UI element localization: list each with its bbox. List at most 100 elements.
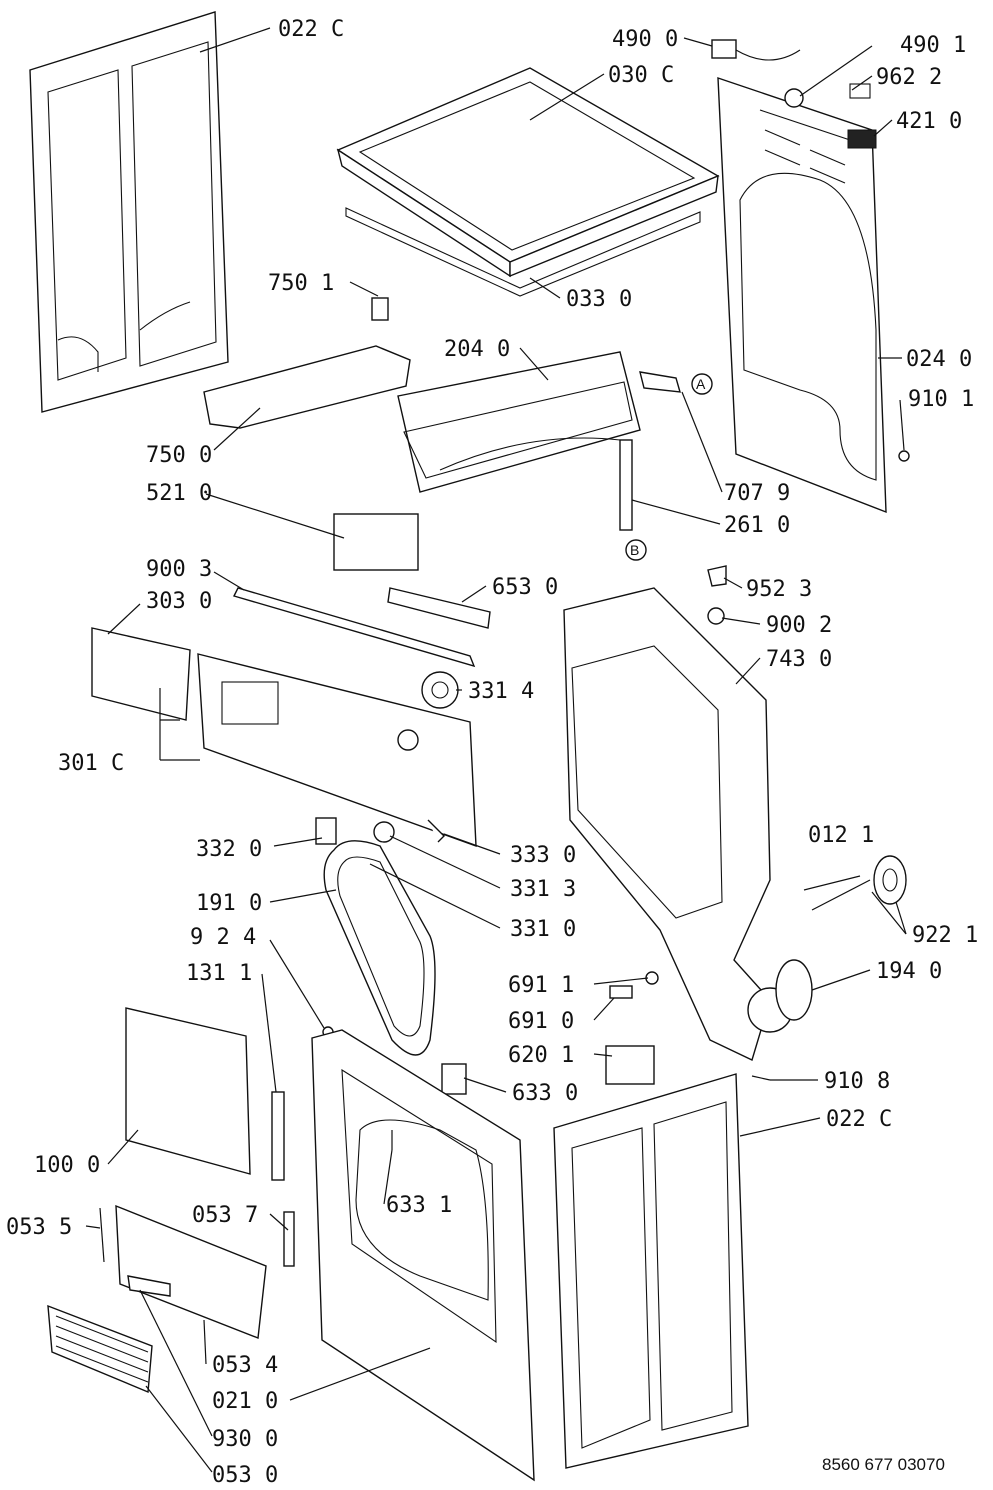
block-4210 xyxy=(847,129,877,149)
label-030c: 030 C xyxy=(608,63,674,88)
drawing-code: 8560 677 03070 xyxy=(822,1455,945,1474)
door-1000 xyxy=(125,1007,251,1175)
marker-b: B xyxy=(630,542,639,558)
label-7079: 707 9 xyxy=(724,481,790,506)
grille-frame-0534 xyxy=(115,1204,267,1339)
part-9523 xyxy=(707,565,727,587)
cap-7501 xyxy=(371,297,389,321)
label-0534: 053 4 xyxy=(212,1353,278,1378)
label-3314: 331 4 xyxy=(468,679,534,704)
marker-b-circle xyxy=(625,539,647,561)
part-6910 xyxy=(609,985,633,999)
label-9221: 922 1 xyxy=(912,923,978,948)
label-7501: 750 1 xyxy=(268,271,334,296)
label-3310: 331 0 xyxy=(510,917,576,942)
switch-3320 xyxy=(315,817,337,845)
label-3030: 303 0 xyxy=(146,589,212,614)
panel-knob xyxy=(397,729,419,751)
label-0121: 012 1 xyxy=(808,823,874,848)
label-924: 9 2 4 xyxy=(190,925,256,950)
drawer-front-3030 xyxy=(91,627,191,721)
part-9002 xyxy=(707,607,725,625)
handle-9300 xyxy=(127,1275,171,1297)
label-6910: 691 0 xyxy=(508,1009,574,1034)
part-3330 xyxy=(427,819,445,843)
label-3320: 332 0 xyxy=(196,837,262,862)
label-6331: 633 1 xyxy=(386,1193,452,1218)
leader-lines xyxy=(85,27,907,1473)
label-9523: 952 3 xyxy=(746,577,812,602)
label-6530: 653 0 xyxy=(492,575,558,600)
lever-1311 xyxy=(271,1091,285,1181)
marker-a-circle xyxy=(691,373,713,395)
pipe-2610 xyxy=(619,439,633,531)
label-1910: 191 0 xyxy=(196,891,262,916)
label-022c-bottom: 022 C xyxy=(826,1107,892,1132)
label-6330: 633 0 xyxy=(512,1081,578,1106)
knob-3314 xyxy=(421,671,459,709)
label-3330: 333 0 xyxy=(510,843,576,868)
label-2040: 204 0 xyxy=(444,337,510,362)
label-6911: 691 1 xyxy=(508,973,574,998)
label-9108: 910 8 xyxy=(824,1069,890,1094)
pin-0535 xyxy=(99,1207,105,1263)
drawer-2040 xyxy=(397,351,641,493)
label-0535: 053 5 xyxy=(6,1215,72,1240)
label-0330: 033 0 xyxy=(566,287,632,312)
front-panel-0210 xyxy=(311,1029,535,1482)
cable-gland xyxy=(784,88,804,108)
pulley-9221 xyxy=(873,855,907,905)
top-cover xyxy=(336,67,720,278)
label-301c: 301 C xyxy=(58,751,124,776)
label-7500: 750 0 xyxy=(146,443,212,468)
side-panel-left xyxy=(29,11,229,413)
marker-a: A xyxy=(696,376,706,392)
ring-1940 xyxy=(775,959,813,1021)
screw-9108 xyxy=(751,1075,771,1081)
rear-panel xyxy=(717,77,887,514)
strip-6530 xyxy=(387,587,491,629)
clip-9622 xyxy=(849,83,871,99)
label-1940: 194 0 xyxy=(876,959,942,984)
panel-window xyxy=(221,681,279,725)
label-9002: 900 2 xyxy=(766,613,832,638)
label-7430: 743 0 xyxy=(766,647,832,672)
power-plug xyxy=(711,39,801,61)
hose-7079 xyxy=(639,371,681,393)
label-0530: 053 0 xyxy=(212,1463,278,1488)
gasket-1910 xyxy=(323,840,436,1056)
top-sheet xyxy=(345,207,701,297)
label-9300: 930 0 xyxy=(212,1427,278,1452)
shaft-0121 xyxy=(811,879,871,911)
label-022c-top: 022 C xyxy=(278,17,344,42)
drum-frame xyxy=(563,587,793,1061)
label-2610: 261 0 xyxy=(724,513,790,538)
part-0537 xyxy=(283,1211,295,1267)
bar-9003 xyxy=(232,587,476,668)
label-0210: 021 0 xyxy=(212,1389,278,1414)
label-6201: 620 1 xyxy=(508,1043,574,1068)
label-9101: 910 1 xyxy=(908,387,974,412)
label-0537: 053 7 xyxy=(192,1203,258,1228)
hinge-6330 xyxy=(441,1063,467,1095)
label-5210: 521 0 xyxy=(146,481,212,506)
screw-9101 xyxy=(898,450,910,462)
label-0240: 024 0 xyxy=(906,347,972,372)
part-3313 xyxy=(373,821,395,843)
label-9622: 962 2 xyxy=(876,65,942,90)
label-4210: 421 0 xyxy=(896,109,962,134)
board-5210 xyxy=(333,513,419,571)
side-panel-right xyxy=(553,1073,749,1469)
label-3313: 331 3 xyxy=(510,877,576,902)
grille-0530 xyxy=(47,1304,153,1394)
part-6201 xyxy=(605,1045,655,1085)
label-1000: 100 0 xyxy=(34,1153,100,1178)
label-9003: 900 3 xyxy=(146,557,212,582)
label-1311: 131 1 xyxy=(186,961,252,986)
label-4901: 490 1 xyxy=(900,33,966,58)
label-4900: 490 0 xyxy=(612,27,678,52)
arm-7500 xyxy=(203,345,411,429)
part-labels: 022 C 490 0 490 1 030 C 962 2 421 0 750 … xyxy=(6,17,978,1488)
